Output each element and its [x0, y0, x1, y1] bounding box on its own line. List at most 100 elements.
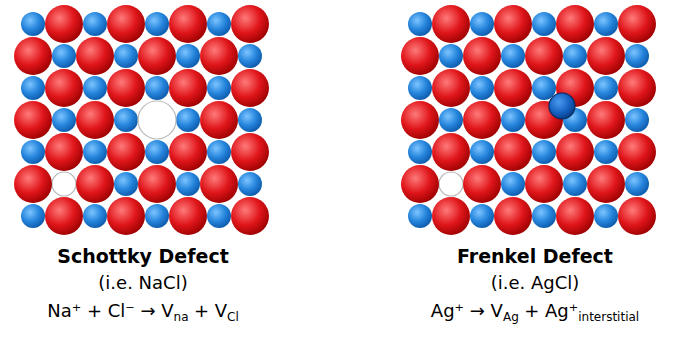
cation: [563, 44, 587, 68]
example-compound: (i.e. NaCl): [98, 272, 187, 293]
cation: [83, 204, 107, 228]
anion: [556, 5, 594, 43]
anion: [14, 37, 52, 75]
cation: [238, 172, 262, 196]
cation: [532, 204, 556, 228]
cation: [625, 44, 649, 68]
subscript: Ag: [503, 310, 519, 324]
text-line: Ag⁺ → VAg + Ag⁺interstitial: [431, 300, 639, 324]
vacancy: [439, 172, 463, 196]
cation: [532, 12, 556, 36]
anion: [107, 197, 145, 235]
schottky-lattice: [14, 5, 269, 235]
cation: [145, 12, 169, 36]
anion: [587, 37, 625, 75]
cation: [501, 172, 525, 196]
cation: [83, 12, 107, 36]
frenkel-lattice: [401, 5, 656, 235]
anion: [432, 5, 470, 43]
defect-title: Schottky Defect: [57, 245, 228, 267]
anion: [401, 37, 439, 75]
text-line: Frenkel Defect: [457, 245, 613, 267]
cation: [563, 172, 587, 196]
anion: [45, 69, 83, 107]
cation: [21, 204, 45, 228]
cation: [594, 12, 618, 36]
anion: [587, 101, 625, 139]
cation: [594, 140, 618, 164]
cation: [408, 204, 432, 228]
cation: [470, 140, 494, 164]
cation: [52, 44, 76, 68]
interstitial-ion: [549, 93, 575, 119]
cation: [114, 44, 138, 68]
anion: [463, 165, 501, 203]
cation: [114, 172, 138, 196]
anion: [138, 165, 176, 203]
anion: [494, 197, 532, 235]
anion: [432, 69, 470, 107]
anion: [107, 5, 145, 43]
cation: [625, 172, 649, 196]
anion: [45, 5, 83, 43]
cation: [501, 44, 525, 68]
anion: [494, 5, 532, 43]
cation: [532, 140, 556, 164]
defect-equation: + Ag⁺: [524, 300, 578, 321]
defect-equation: Ag⁺ → V: [431, 300, 503, 321]
cation: [83, 76, 107, 100]
cation: [52, 108, 76, 132]
anion: [494, 133, 532, 171]
defect-equation: Na⁺ + Cl⁻ → V: [47, 300, 173, 321]
anion: [76, 165, 114, 203]
cation: [408, 76, 432, 100]
anion: [231, 5, 269, 43]
anion: [14, 101, 52, 139]
example-compound: (i.e. AgCl): [491, 272, 580, 293]
defect-equation: + V: [194, 300, 227, 321]
anion: [76, 101, 114, 139]
anion: [14, 165, 52, 203]
anion: [494, 69, 532, 107]
anion: [556, 133, 594, 171]
cation: [176, 44, 200, 68]
anion: [525, 165, 563, 203]
defect-title: Frenkel Defect: [457, 245, 613, 267]
cation: [176, 108, 200, 132]
anion: [587, 165, 625, 203]
cation: [114, 108, 138, 132]
cation: [470, 12, 494, 36]
cation: [408, 140, 432, 164]
cation: [439, 108, 463, 132]
cation: [207, 140, 231, 164]
anion: [169, 5, 207, 43]
cation: [145, 140, 169, 164]
cation: [21, 140, 45, 164]
subscript: interstitial: [578, 310, 639, 324]
anion: [107, 69, 145, 107]
anion: [169, 69, 207, 107]
anion: [401, 165, 439, 203]
anion: [200, 165, 238, 203]
anion: [618, 5, 656, 43]
cation: [176, 172, 200, 196]
anion: [169, 197, 207, 235]
anion: [45, 197, 83, 235]
anion: [138, 37, 176, 75]
anion: [169, 133, 207, 171]
cation: [594, 204, 618, 228]
cation: [145, 204, 169, 228]
vacancy: [138, 101, 176, 139]
cation: [439, 44, 463, 68]
cation: [207, 204, 231, 228]
cation: [207, 76, 231, 100]
cation: [470, 204, 494, 228]
cation: [594, 76, 618, 100]
anion: [200, 37, 238, 75]
cation: [207, 12, 231, 36]
cation: [21, 12, 45, 36]
text-line: Schottky Defect: [57, 245, 228, 267]
anion: [231, 133, 269, 171]
subscript: na: [174, 310, 189, 324]
cation: [238, 108, 262, 132]
